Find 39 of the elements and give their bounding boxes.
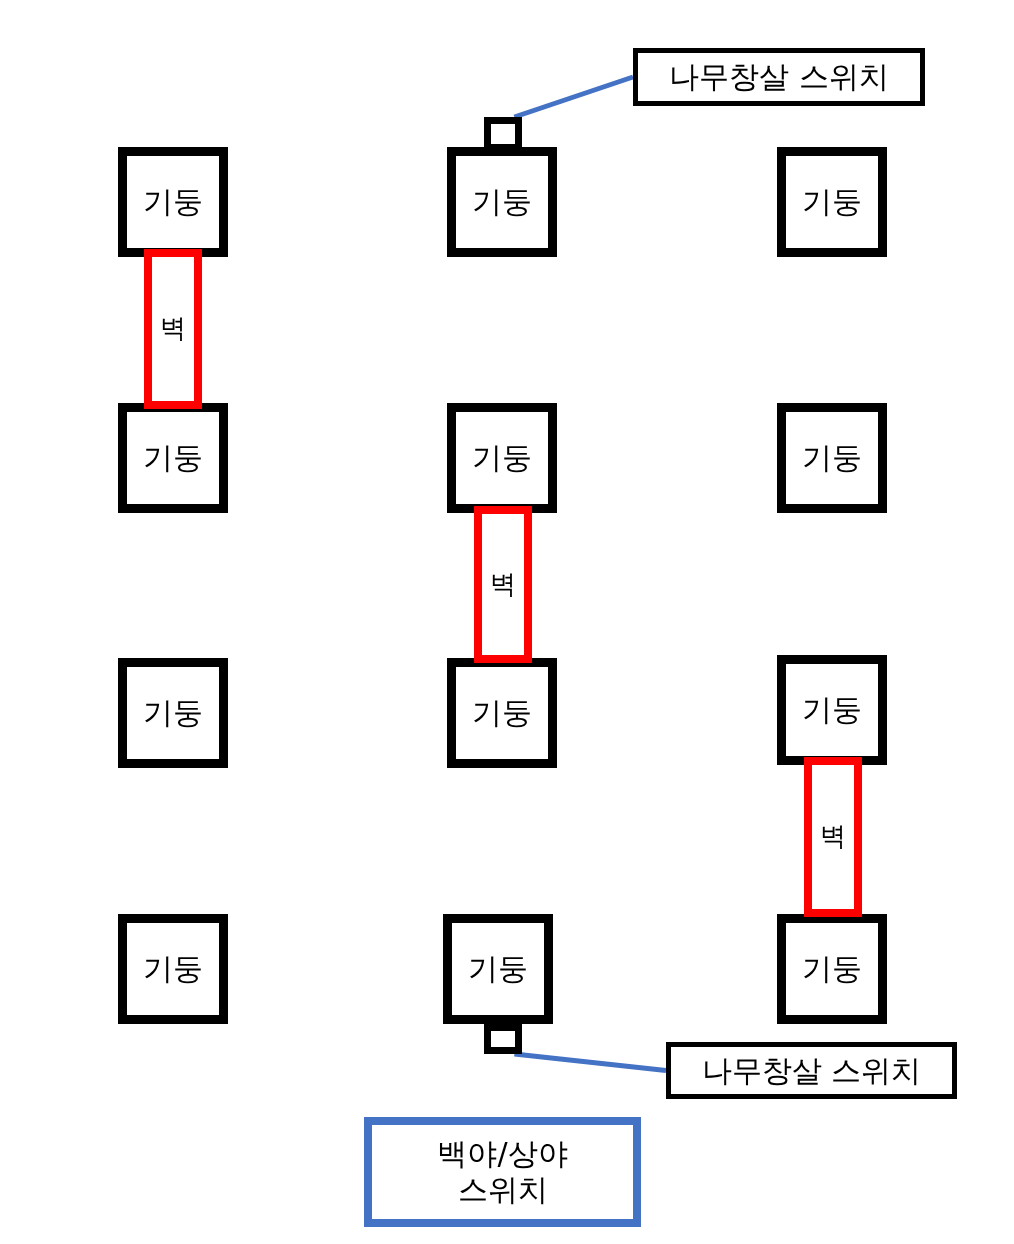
pillar-label: 기둥 xyxy=(143,951,203,987)
pillar-box xyxy=(443,914,553,1024)
leader-line xyxy=(514,1051,667,1073)
pillar-box xyxy=(777,403,887,513)
pillar-label: 기둥 xyxy=(472,184,532,220)
pillar-box xyxy=(777,655,887,765)
pillar-label: 기둥 xyxy=(472,695,532,731)
pillar-box xyxy=(447,658,557,768)
pillar-box xyxy=(118,147,228,257)
switch-label: 나무창살 스위치 xyxy=(701,1052,922,1089)
pillar-box xyxy=(777,147,887,257)
switch-label: 백야/상야 스위치 xyxy=(436,1136,569,1208)
wall-label: 벽 xyxy=(160,313,186,345)
pillar-box xyxy=(118,658,228,768)
wall-box xyxy=(804,757,862,917)
switch-label: 나무창살 스위치 xyxy=(669,59,889,95)
pillar-label: 기둥 xyxy=(143,184,203,220)
pillar-box xyxy=(118,914,228,1024)
pillar-label: 기둥 xyxy=(802,951,862,987)
pillar-label: 기둥 xyxy=(802,440,862,476)
switch-label-box xyxy=(633,48,925,106)
leader-line xyxy=(513,74,634,120)
pillar-label: 기둥 xyxy=(468,951,528,987)
pillar-label: 기둥 xyxy=(802,184,862,220)
switch-label-box xyxy=(666,1042,957,1099)
switch-box xyxy=(364,1117,641,1227)
wall-box xyxy=(474,506,532,663)
wall-label: 벽 xyxy=(490,568,516,601)
pillar-box xyxy=(777,914,887,1024)
pillar-box xyxy=(447,403,557,513)
wall-box xyxy=(144,249,202,409)
switch-box xyxy=(484,1024,522,1054)
pillar-box xyxy=(447,147,557,257)
wall-label: 벽 xyxy=(820,821,846,853)
pillar-label: 기둥 xyxy=(802,692,862,728)
pillar-label: 기둥 xyxy=(143,440,203,476)
pillar-box xyxy=(118,403,228,513)
pillar-label: 기둥 xyxy=(143,695,203,731)
pillar-label: 기둥 xyxy=(472,440,532,476)
